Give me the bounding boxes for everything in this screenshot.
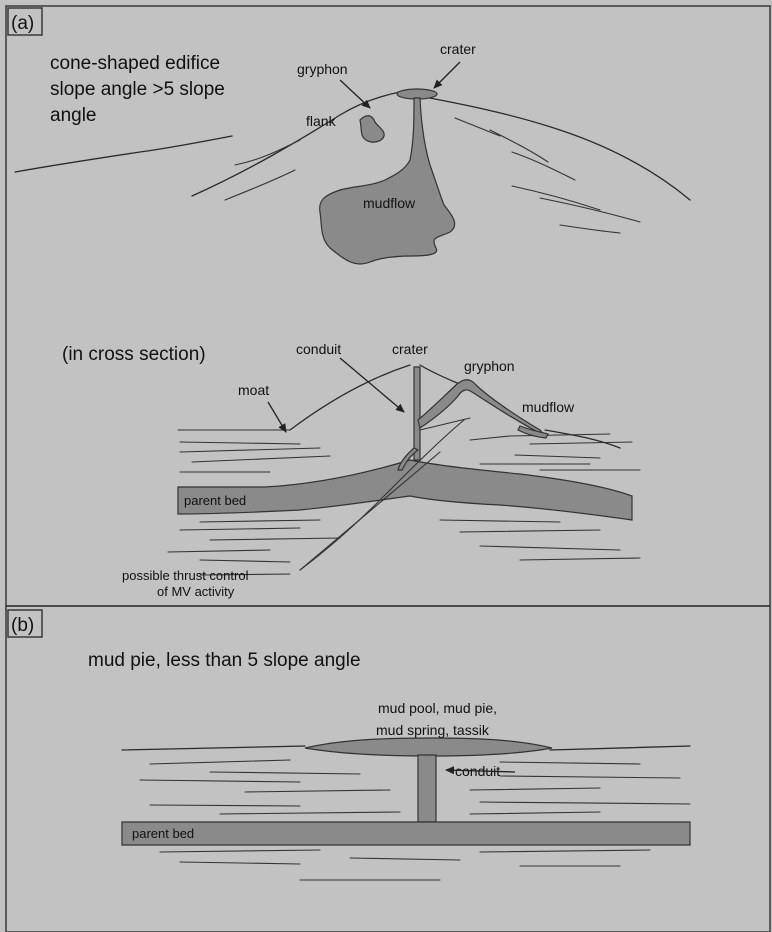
panel-a-title-line-2: slope angle >5 slope	[50, 79, 225, 100]
gryphon-shape	[360, 116, 384, 142]
mudflow-shape	[320, 98, 455, 264]
arrow-conduit-a	[340, 358, 404, 412]
label-gryphon-a: gryphon	[297, 61, 348, 77]
label-mudflow-section: mudflow	[522, 399, 575, 415]
panel-a-tag: (a)	[11, 13, 34, 34]
panel-a-title-line-3: angle	[50, 105, 97, 126]
parent-bed-b	[122, 822, 690, 845]
label-thrust-line-2: of MV activity	[157, 584, 235, 599]
conduit-a	[414, 367, 420, 460]
label-pool-line-1: mud pool, mud pie,	[378, 700, 497, 716]
panel-a-title-line-1: cone-shaped edifice	[50, 53, 220, 74]
strata-lines-b	[122, 746, 690, 880]
parent-bed-a	[178, 460, 632, 520]
arrow-crater-a	[434, 62, 460, 88]
arrow-gryphon-a	[340, 80, 370, 108]
label-parent-bed-b: parent bed	[132, 826, 194, 841]
label-crater-a: crater	[440, 41, 476, 57]
panel-b-heading: mud pie, less than 5 slope angle	[88, 650, 361, 671]
label-pool-line-2: mud spring, tassik	[376, 722, 490, 738]
mud-pool-shape	[305, 738, 552, 756]
label-crater-section: crater	[392, 341, 428, 357]
conduit-b	[418, 755, 436, 822]
thrust-leader	[300, 452, 440, 570]
label-mudflow-a: mudflow	[363, 195, 416, 211]
arrow-moat	[268, 402, 286, 432]
label-conduit-a: conduit	[296, 341, 341, 357]
label-parent-bed-a: parent bed	[184, 493, 246, 508]
label-moat: moat	[238, 382, 269, 398]
panel-b-tag: (b)	[11, 615, 34, 636]
label-flank: flank	[306, 113, 337, 129]
cross-section-heading: (in cross section)	[62, 344, 206, 365]
label-gryphon-section: gryphon	[464, 358, 515, 374]
label-thrust-line-1: possible thrust control	[122, 568, 249, 583]
